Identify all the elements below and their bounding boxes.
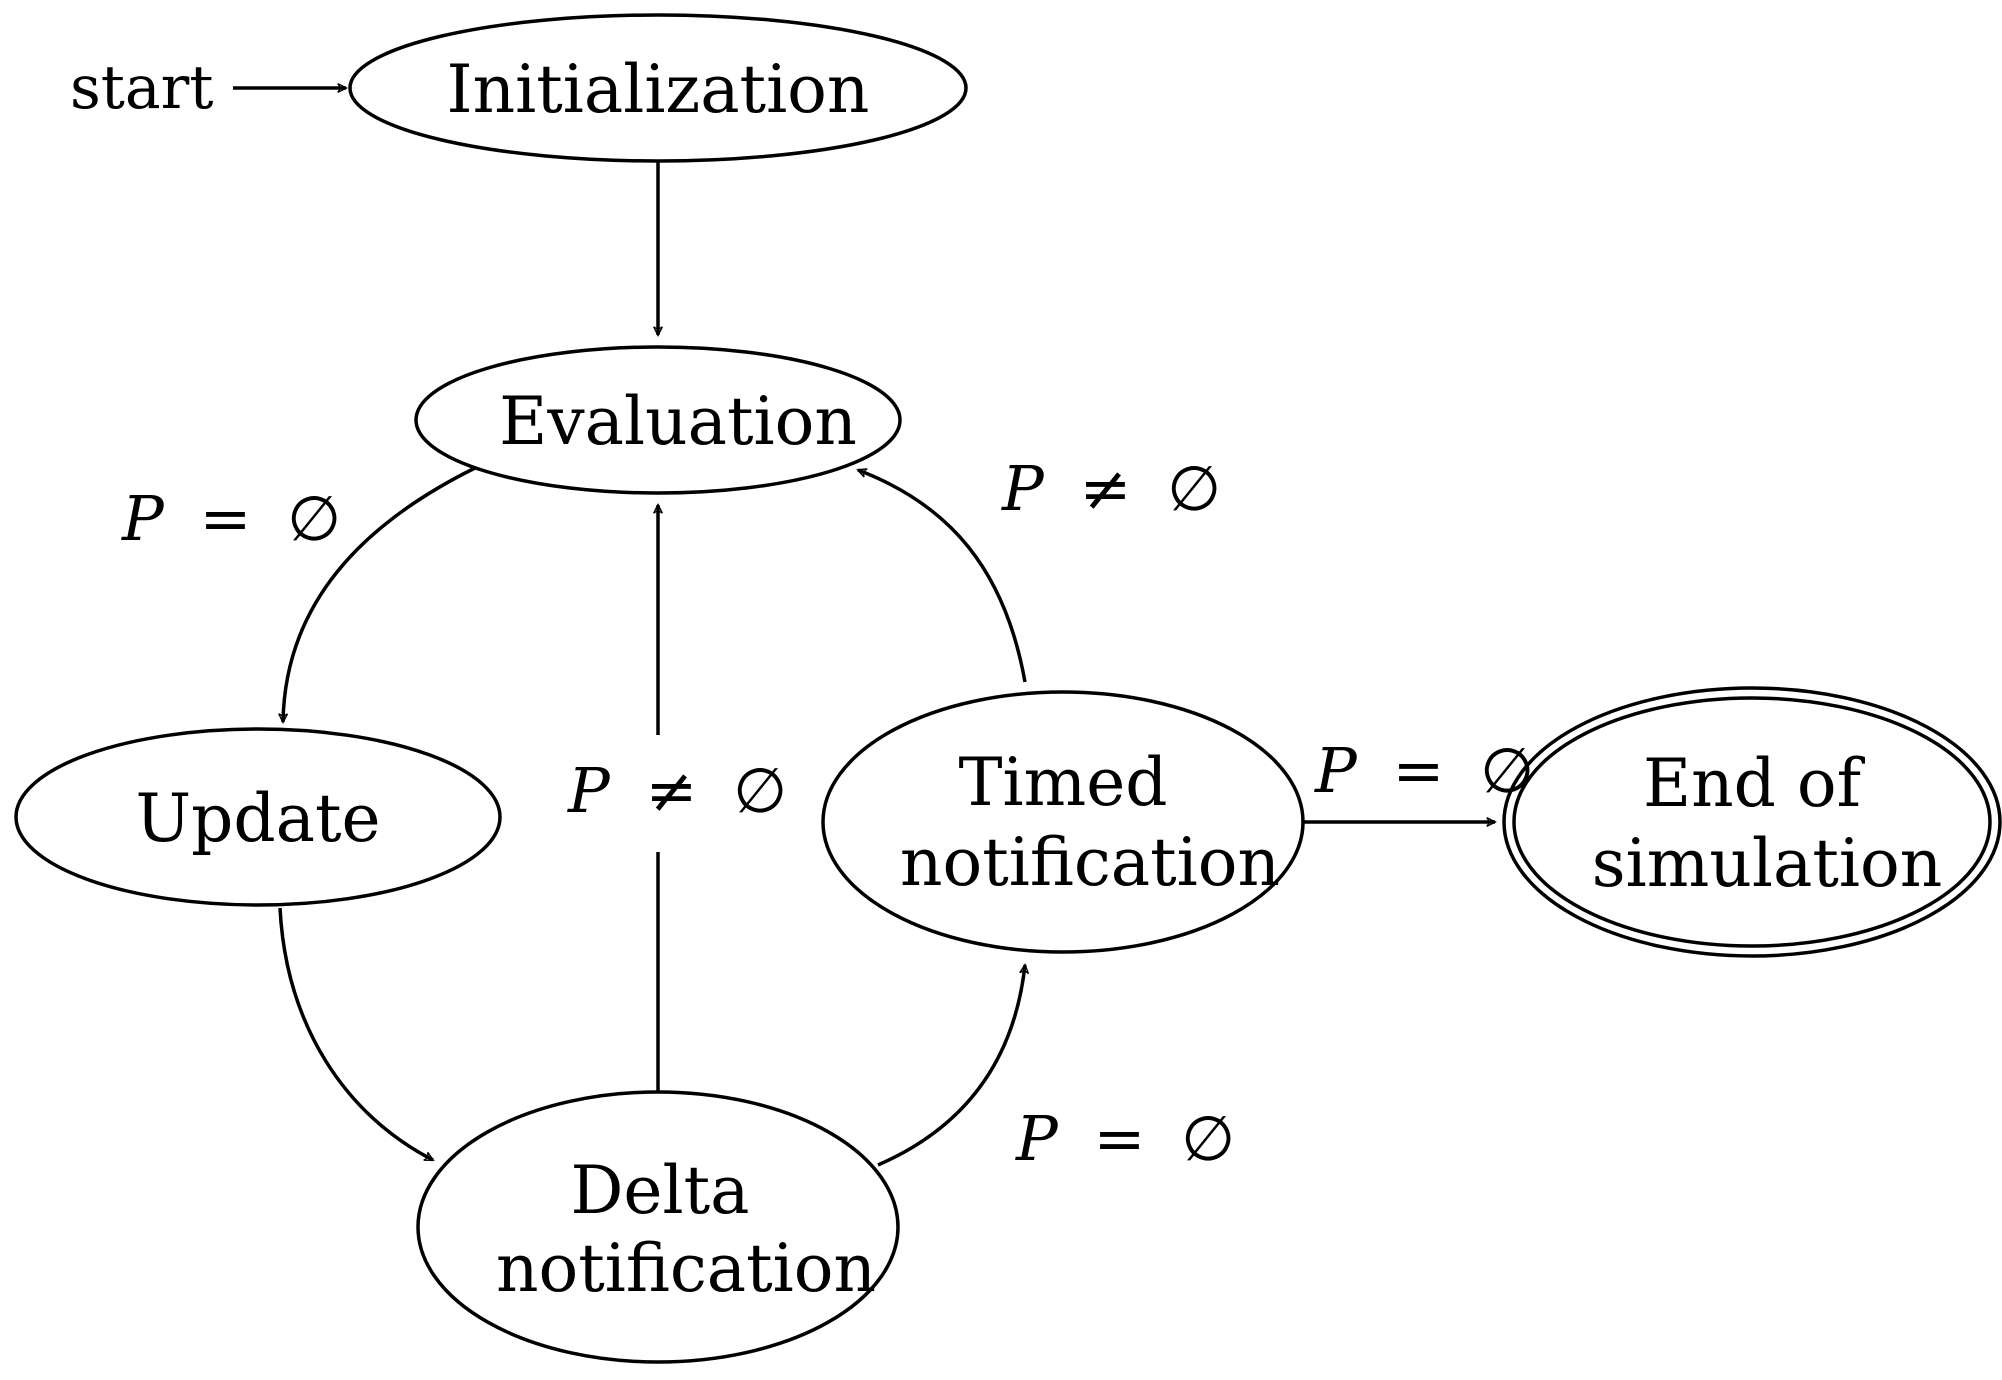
- edge-label-var: P: [121, 482, 165, 555]
- edge-label-relation: =: [1093, 1102, 1145, 1175]
- edge-label-var: P: [1314, 734, 1358, 807]
- edge-label-timed-evaluation: P ≠ ∅: [1001, 452, 1221, 525]
- edge-label-var: P: [1001, 452, 1045, 525]
- node-update-label: Update: [135, 780, 380, 857]
- edge-label-timed-end: P = ∅: [1314, 734, 1534, 807]
- edge-label-delta-timed: P = ∅: [1015, 1102, 1235, 1175]
- node-timed-notification: Timed notification: [821, 690, 1305, 954]
- node-evaluation-label: Evaluation: [499, 383, 857, 460]
- edge-label-var: P: [1015, 1102, 1059, 1175]
- node-end-of-simulation: End of simulation: [1502, 686, 2002, 958]
- node-delta-notification-shape: [416, 1090, 900, 1364]
- node-initialization: Initialization: [348, 13, 968, 163]
- node-end-of-simulation-label-line2: simulation: [1592, 825, 1942, 902]
- node-timed-notification-label-line1: Timed: [958, 744, 1167, 821]
- edge-label-set: ∅: [1167, 452, 1221, 525]
- node-update-shape: [14, 727, 502, 907]
- edge-label-relation: =: [199, 482, 251, 555]
- edge-delta-timed: [877, 965, 1025, 1167]
- node-update: Update: [14, 727, 502, 907]
- edge-label-delta-evaluation: P ≠ ∅: [567, 754, 787, 827]
- node-end-of-simulation-inner-shape: [1512, 696, 1992, 948]
- start-label: start: [70, 53, 213, 123]
- edge-label-evaluation-update: P = ∅: [121, 482, 341, 555]
- edge-evaluation-update: [283, 466, 476, 722]
- node-delta-notification-label-line1: Delta: [571, 1152, 750, 1229]
- edge-label-set: ∅: [733, 754, 787, 827]
- node-initialization-shape: [348, 13, 968, 163]
- edge-timed-evaluation: [858, 470, 1027, 683]
- edge-label-relation: =: [1392, 734, 1444, 807]
- node-end-of-simulation-label-line1: End of: [1643, 745, 1866, 822]
- edge-label-set: ∅: [287, 482, 341, 555]
- edge-update-delta: [278, 907, 433, 1162]
- edge-label-relation: ≠: [645, 754, 697, 827]
- node-timed-notification-label-line2: notification: [900, 824, 1280, 901]
- edge-label-relation: ≠: [1079, 452, 1131, 525]
- node-timed-notification-shape: [821, 690, 1305, 954]
- edge-label-set: ∅: [1181, 1102, 1235, 1175]
- edge-label-set: ∅: [1480, 734, 1534, 807]
- node-evaluation-shape: [414, 345, 902, 495]
- node-initialization-label: Initialization: [447, 51, 870, 128]
- edge-label-var: P: [567, 754, 611, 827]
- node-evaluation: Evaluation: [414, 345, 902, 495]
- node-delta-notification-label-line2: notification: [496, 1230, 876, 1307]
- node-delta-notification: Delta notification: [416, 1090, 900, 1364]
